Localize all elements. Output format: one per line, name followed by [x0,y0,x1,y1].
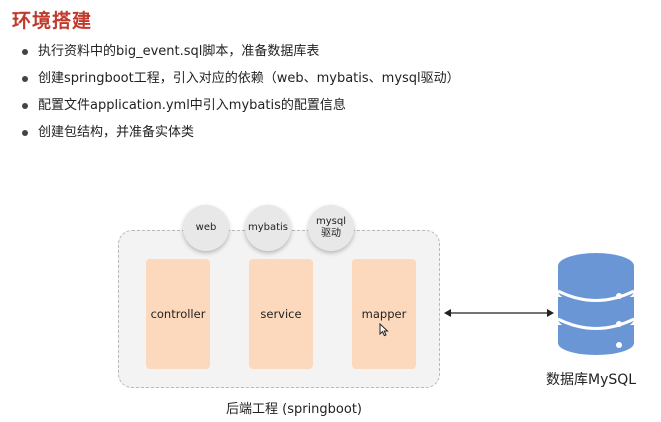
database-icon [557,253,635,355]
bullet-item: 执行资料中的big_event.sql脚本，准备数据库表 [22,41,460,68]
layer-controller: controller [146,259,210,369]
bidirectional-arrow-icon [444,309,554,317]
mouse-cursor-icon [379,323,389,337]
dependency-sublabel: 驱动 [321,228,341,239]
database-label: 数据库MySQL [546,372,637,388]
dependency-label: mybatis [247,222,289,233]
layer-service: service [249,259,313,369]
bullet-item: 配置文件application.yml中引入mybatis的配置信息 [22,95,460,122]
bullet-list: 执行资料中的big_event.sql脚本，准备数据库表 创建springboo… [22,41,460,149]
layer-label: mapper [361,307,407,321]
dependency-mysql-driver: mysql 驱动 [308,205,354,251]
backend-project-label: 后端工程 (springboot) [226,402,363,417]
layer-label: service [260,307,302,321]
dependency-mybatis: mybatis [245,205,291,251]
dependency-label: web [195,222,217,233]
dependency-web: web [183,205,229,251]
page-title: 环境搭建 [12,10,93,32]
dependency-label: mysql [316,216,346,227]
layer-label: controller [150,307,206,321]
layer-mapper: mapper [352,259,416,369]
bullet-item: 创建springboot工程，引入对应的依赖（web、mybatis、mysql… [22,68,460,95]
bullet-item: 创建包结构，并准备实体类 [22,122,460,149]
